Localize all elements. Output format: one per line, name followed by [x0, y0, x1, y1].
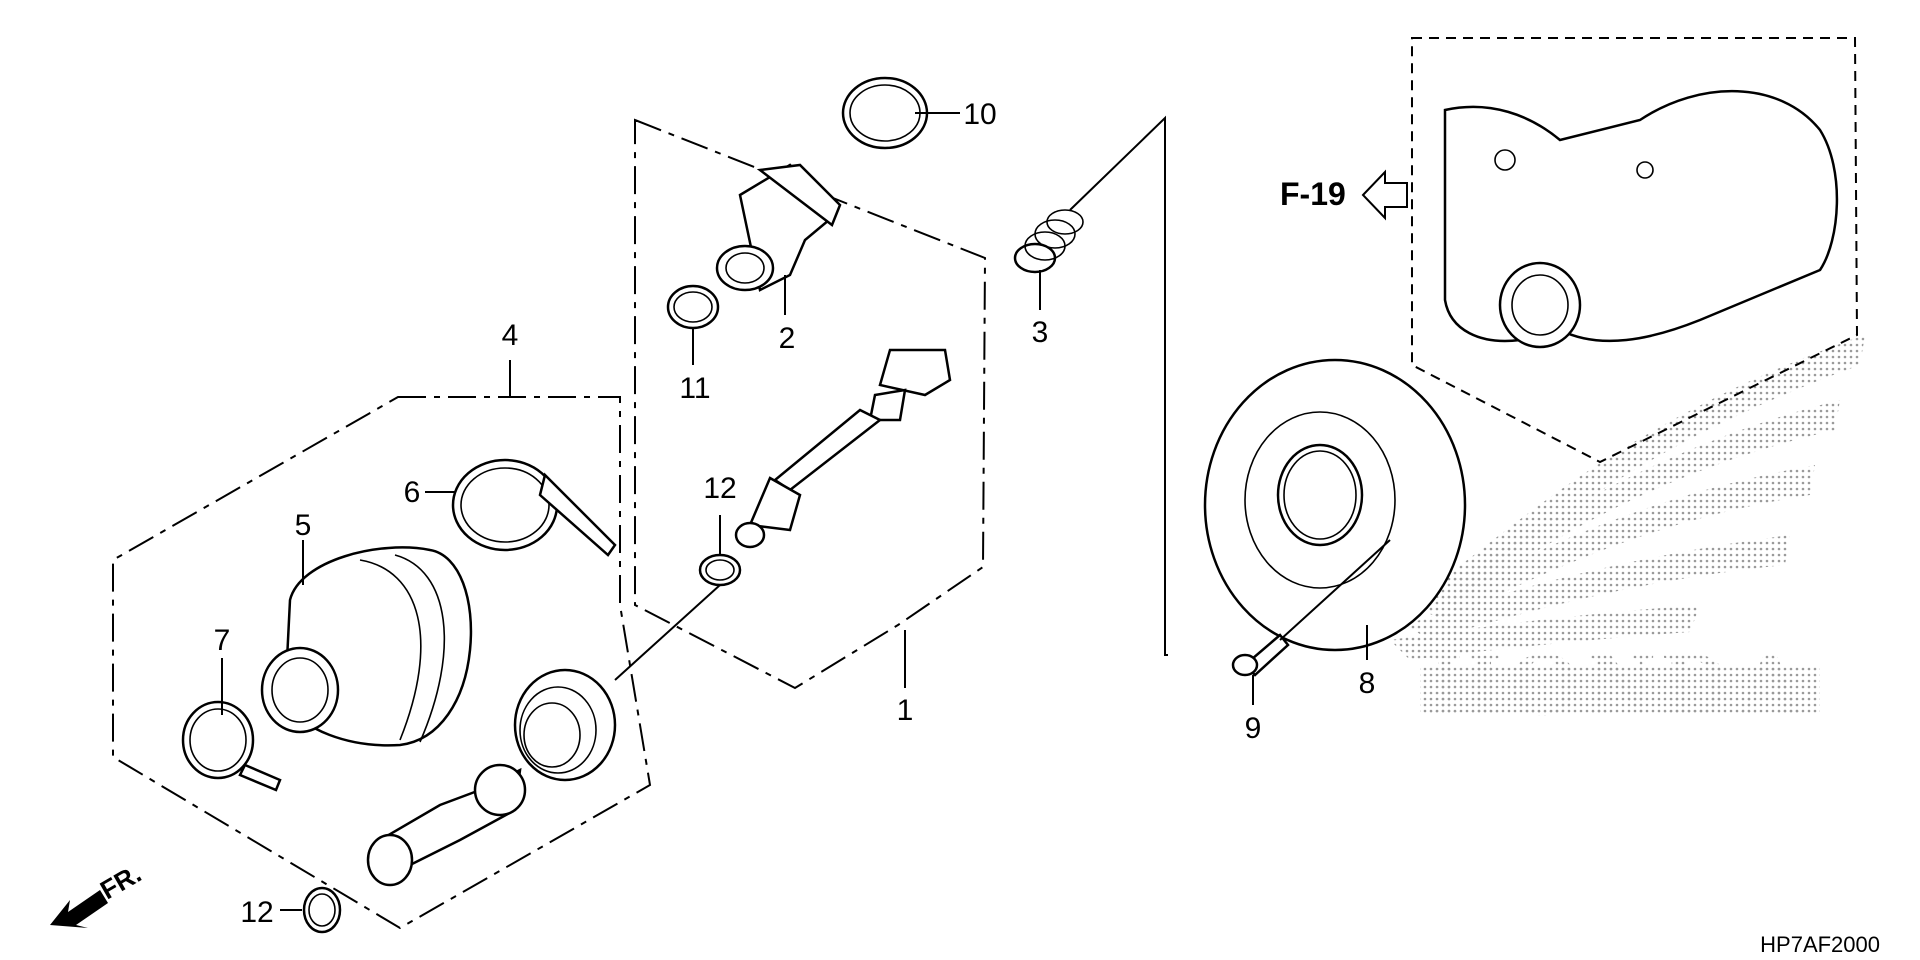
group-outline-1	[634, 118, 987, 690]
callout-5: 5	[295, 509, 312, 542]
part-o-ring-10[interactable]	[841, 76, 929, 150]
callout-12a: 12	[703, 472, 736, 505]
leader-lines	[221, 112, 1391, 911]
callout-12b: 12	[240, 896, 273, 929]
callout-7: 7	[214, 624, 231, 657]
part-bolt-9[interactable]	[1231, 633, 1290, 677]
part-clamp-7[interactable]	[181, 700, 282, 792]
part-clamp-6[interactable]	[451, 458, 617, 557]
callout-6: 6	[404, 476, 421, 509]
part-ring-12b[interactable]	[302, 886, 342, 934]
callout-3: 3	[1032, 316, 1049, 349]
part-shaft-1[interactable]	[734, 348, 952, 549]
part-universal-joint[interactable]	[366, 763, 527, 887]
part-boot-5[interactable]	[260, 546, 473, 747]
callout-11: 11	[679, 372, 710, 405]
engine-inset	[1443, 89, 1839, 349]
watermark-text: HONDA	[1429, 633, 1811, 735]
callout-8: 8	[1359, 667, 1376, 700]
group-outline-4	[112, 396, 652, 930]
callout-10: 10	[963, 98, 996, 131]
front-direction-indicator: FR.	[50, 858, 146, 928]
callout-4: 4	[502, 319, 519, 352]
callout-9: 9	[1245, 712, 1262, 745]
honda-wing-logo	[1390, 335, 1865, 715]
ring-3-leader	[1069, 115, 1168, 656]
part-seal[interactable]	[513, 668, 617, 782]
engine-inset-outline	[1411, 37, 1859, 464]
callouts: 1 2 3 4 5 6 7 8 9 10 11 12 12	[214, 98, 1376, 929]
part-ring-12a[interactable]	[698, 553, 742, 587]
arrow-left-outline-icon	[1361, 169, 1408, 221]
part-spring-3[interactable]	[1013, 209, 1084, 274]
part-brake-disc-8[interactable]	[1203, 358, 1467, 652]
callout-2: 2	[779, 322, 796, 355]
front-arrow-icon	[50, 890, 108, 928]
callout-1: 1	[897, 694, 914, 727]
reference-f19[interactable]: F-19	[1280, 169, 1408, 221]
reference-label: F-19	[1280, 176, 1346, 212]
diagram-code: HP7AF2000	[1760, 932, 1880, 957]
part-ring-11[interactable]	[666, 284, 720, 330]
part-boot-2[interactable]	[715, 163, 842, 292]
